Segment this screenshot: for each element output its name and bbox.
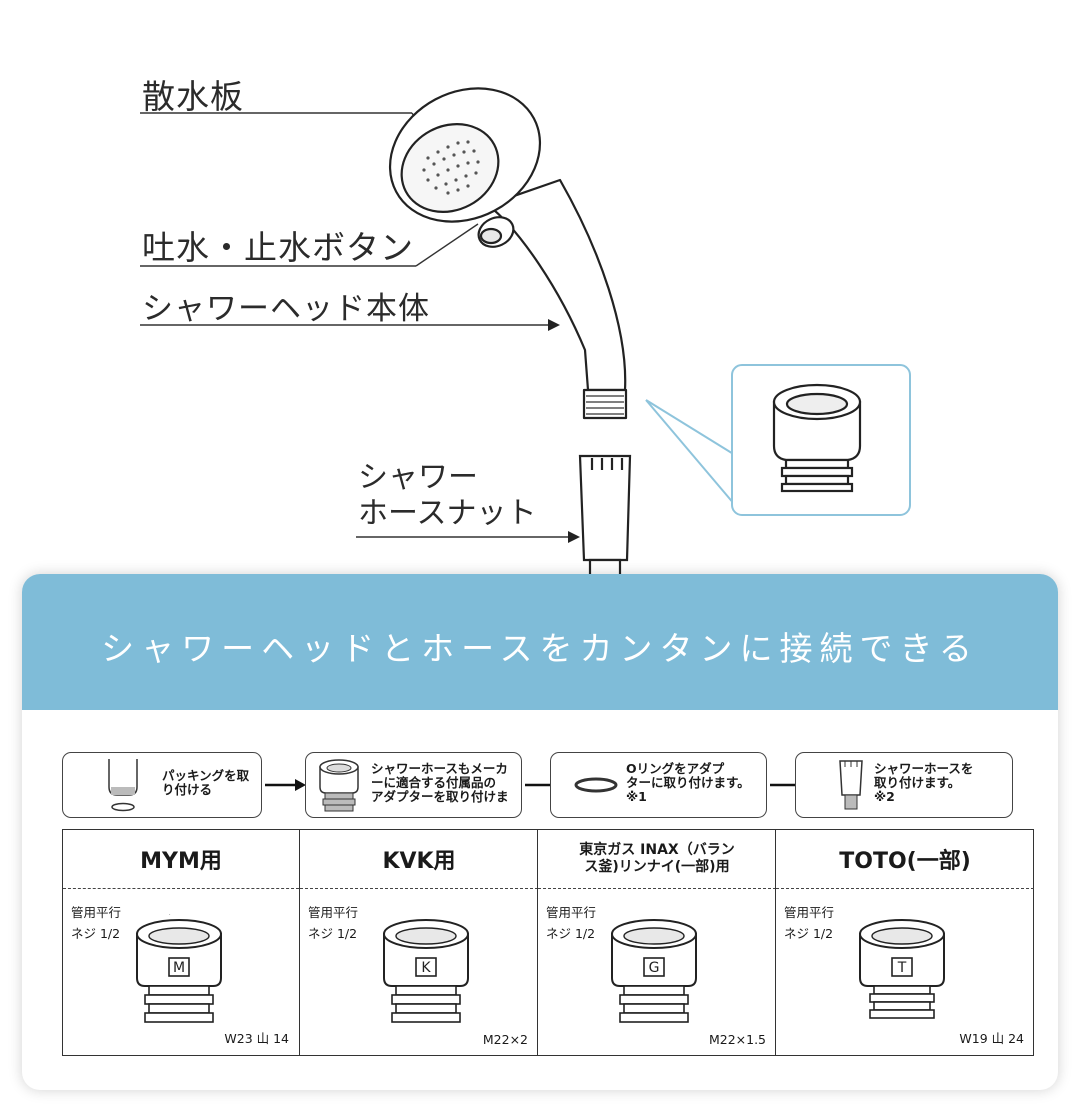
- type-title-tokyo-gas: 東京ガス INAX（バラン ス釜)リンナイ(一部)用: [538, 830, 776, 888]
- spec-top-line-1: 管用平行: [784, 905, 835, 920]
- hose-icon: [839, 760, 863, 810]
- step-3-line-3: ※1: [626, 789, 647, 804]
- type-title-line-1: 東京ガス INAX（バラン: [579, 842, 735, 858]
- spec-top-line-1: 管用平行: [546, 905, 597, 920]
- step-4-line-2: 取り付けます。: [874, 775, 961, 790]
- sprinkler-holes: [422, 140, 480, 195]
- step-4-line-1: シャワーホースを: [874, 761, 974, 776]
- type-divider: [538, 888, 776, 889]
- packing-icon: [108, 759, 138, 812]
- spec-top-line-2: ネジ 1/2: [546, 926, 596, 941]
- step-2-line-1: シャワーホースもメーカ: [371, 761, 508, 776]
- type-col-toto: TOTO(一部) 管用平行 ネジ 1/2 T W19 山 24: [775, 830, 1034, 1055]
- type-spec-bottom-mym: W23 山 14: [224, 1031, 289, 1046]
- arrow-body: [548, 319, 560, 331]
- label-sprinkler-plate: 散水板: [142, 77, 244, 116]
- step-4-box: シャワーホースを 取り付けます。 ※2: [795, 752, 1013, 818]
- type-col-kvk: KVK用 管用平行 ネジ 1/2 K M22×2: [299, 830, 538, 1055]
- shower-parts-diagram: [140, 87, 911, 580]
- step-4-line-3: ※2: [874, 789, 895, 804]
- label-hose-nut-line2: ホースナット: [358, 496, 537, 531]
- type-spec-top-kvk: 管用平行 ネジ 1/2: [308, 902, 358, 944]
- adapter-letter: K: [421, 960, 431, 976]
- adapter-letter: T: [897, 960, 907, 976]
- spec-top-line-1: 管用平行: [308, 905, 359, 920]
- adapter-g-illustration: G: [611, 919, 697, 1023]
- type-title-line-2: ス釜)リンナイ(一部)用: [584, 859, 730, 875]
- step-1-line-2: り付ける: [162, 782, 213, 797]
- type-divider: [300, 888, 538, 889]
- adapter-type-table: MYM用 管用平行 ネジ 1/2 M W23 山 14 KVK用: [62, 829, 1034, 1056]
- type-spec-bottom-tokyo-gas: M22×1.5: [708, 1032, 766, 1047]
- label-water-button: 吐水・止水ボタン: [142, 228, 414, 267]
- o-ring-icon: [574, 777, 618, 793]
- spec-top-line-2: ネジ 1/2: [308, 926, 358, 941]
- arrow-hose-nut: [568, 531, 580, 543]
- step-2-box: シャワーホースもメーカ ーに適合する付属品の アダプターを取り付けま: [305, 752, 522, 818]
- step-1-line-1: パッキングを取: [162, 768, 250, 783]
- step-3-line-1: Oリングをアダプ: [626, 761, 725, 776]
- adapter-k-illustration: K: [383, 919, 469, 1023]
- adapter-illustration: [772, 383, 862, 493]
- type-title-toto: TOTO(一部): [839, 849, 971, 874]
- adapter-letter: M: [173, 960, 185, 976]
- label-shower-head-body: シャワーヘッド本体: [142, 291, 430, 327]
- adapter-m-illustration: M: [136, 914, 222, 1023]
- callout-pointer-2: [645, 399, 736, 506]
- type-col-mym: MYM用 管用平行 ネジ 1/2 M W23 山 14: [63, 830, 299, 1055]
- type-spec-top-toto: 管用平行 ネジ 1/2: [784, 902, 834, 944]
- thread-lines: [586, 395, 624, 415]
- type-divider: [63, 888, 299, 889]
- label-hose-nut: シャワー ホースナット: [358, 460, 537, 532]
- step-2-line-2: ーに適合する付属品の: [371, 775, 497, 790]
- type-title-mym: MYM用: [140, 849, 222, 874]
- type-title-kvk: KVK用: [382, 849, 456, 874]
- step-1-text: パッキングを取 り付ける: [162, 769, 249, 797]
- spec-top-line-2: ネジ 1/2: [71, 926, 121, 941]
- label-hose-nut-line1: シャワー: [358, 460, 478, 495]
- step-2-text: シャワーホースもメーカ ーに適合する付属品の アダプターを取り付けま: [371, 762, 509, 804]
- banner: シャワーヘッドとホースをカンタンに接続できる: [22, 574, 1058, 710]
- type-divider: [776, 888, 1034, 889]
- step-4-text: シャワーホースを 取り付けます。 ※2: [874, 762, 973, 804]
- step-arrow-1: [265, 779, 306, 791]
- leader-line-button-diag: [415, 223, 479, 267]
- step-3-line-2: ターに取り付けます。: [626, 775, 750, 790]
- spec-top-line-2: ネジ 1/2: [784, 926, 834, 941]
- step-3-text: Oリングをアダプ ターに取り付けます。 ※1: [626, 762, 750, 804]
- adapter-t-illustration: T: [859, 919, 945, 1019]
- step-2-line-3: アダプターを取り付けま: [371, 789, 509, 804]
- type-spec-top-mym: 管用平行 ネジ 1/2: [71, 902, 121, 944]
- callout-pointer: [645, 399, 736, 456]
- adapter-icon: [319, 759, 359, 812]
- step-3-box: Oリングをアダプ ターに取り付けます。 ※1: [550, 752, 767, 818]
- banner-text: シャワーヘッドとホースをカンタンに接続できる: [101, 629, 979, 668]
- spec-top-line-1: 管用平行: [71, 905, 122, 920]
- connection-panel: シャワーヘッドとホースをカンタンに接続できる パッキングを取 り付ける シャワー…: [22, 574, 1058, 1090]
- type-spec-top-tokyo-gas: 管用平行 ネジ 1/2: [546, 902, 596, 944]
- hose-nut-illustration: [578, 454, 632, 580]
- shower-head-illustration: [388, 87, 628, 420]
- type-spec-bottom-kvk: M22×2: [482, 1032, 528, 1047]
- type-col-tokyo-gas: 東京ガス INAX（バラン ス釜)リンナイ(一部)用 管用平行 ネジ 1/2 G: [537, 830, 776, 1055]
- step-1-box: パッキングを取 り付ける: [62, 752, 262, 818]
- type-spec-bottom-toto: W19 山 24: [959, 1031, 1024, 1046]
- adapter-letter: G: [649, 960, 660, 976]
